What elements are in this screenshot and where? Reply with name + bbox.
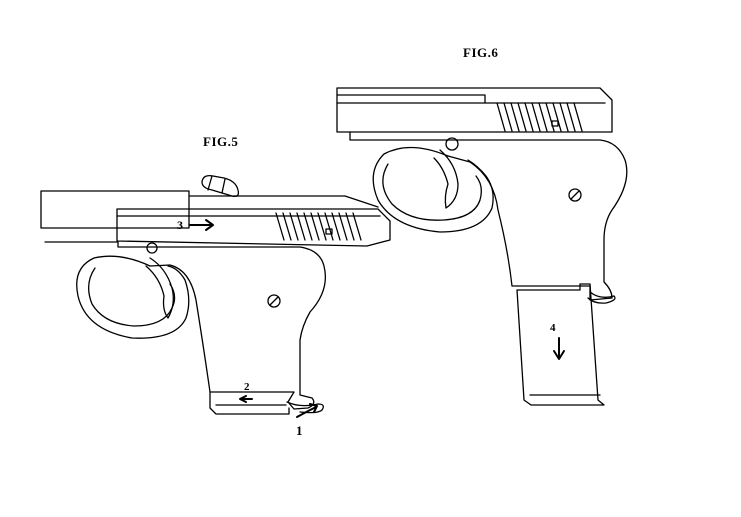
fig6-magazine <box>517 284 604 405</box>
fig5-grip-screw <box>268 295 280 307</box>
callout-3: 3 <box>177 218 183 233</box>
arrow-3 <box>190 220 213 230</box>
fig5-frame <box>45 242 325 409</box>
fig5-slide-serrations <box>276 213 361 240</box>
fig5-cartridge <box>202 176 238 197</box>
arrow-2 <box>240 396 252 402</box>
callout-2: 2 <box>244 381 250 393</box>
arrow-4 <box>554 338 564 359</box>
fig6-trigger <box>434 150 458 208</box>
fig6-slide-serrations <box>497 103 582 131</box>
fig5-trigger <box>146 258 173 318</box>
callout-4: 4 <box>550 322 556 334</box>
fig5-pin <box>147 243 157 253</box>
fig5-rail <box>190 196 378 207</box>
fig5-pistol <box>41 176 390 414</box>
fig6-arrows <box>554 338 564 359</box>
fig6-title: FIG.6 <box>463 45 498 61</box>
fig6-trigger-guard <box>373 147 493 232</box>
callout-1: 1 <box>296 423 303 439</box>
fig5-title: FIG.5 <box>203 134 238 150</box>
fig6-grip-screw <box>569 189 581 201</box>
fig5-magazine-base <box>210 392 289 414</box>
fig6-pistol <box>337 88 627 405</box>
